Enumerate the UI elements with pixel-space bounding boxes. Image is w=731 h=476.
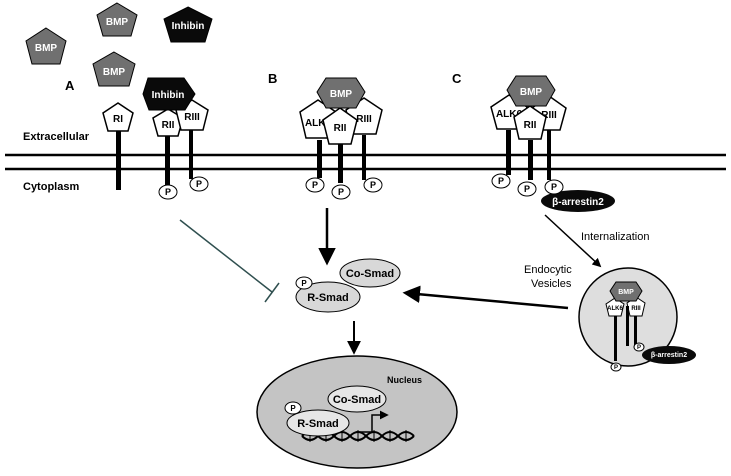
svg-text:RII: RII <box>524 120 537 131</box>
cytoplasm-label: Cytoplasm <box>23 181 79 193</box>
panel-a-bound-inhibin: Inhibin <box>142 77 196 111</box>
vesicle-riii-receptor: RIII <box>626 296 646 345</box>
svg-text:RI: RI <box>113 114 123 125</box>
svg-text:RIII: RIII <box>356 114 372 125</box>
svg-text:P: P <box>165 187 171 197</box>
svg-text:Co-Smad: Co-Smad <box>333 394 381 406</box>
svg-text:R-Smad: R-Smad <box>307 292 349 304</box>
svg-text:ALK6: ALK6 <box>496 109 523 120</box>
panel-b-riii-phospho: P <box>363 177 383 193</box>
svg-text:RII: RII <box>162 120 175 131</box>
svg-text:P: P <box>338 187 344 197</box>
panel-a-rii-phospho: P <box>158 184 178 200</box>
inhibition-bar <box>264 282 280 303</box>
internalization-label: Internalization <box>581 231 650 243</box>
free-inhibin-ligand: Inhibin <box>163 6 213 43</box>
extracellular-label: Extracellular <box>23 131 90 143</box>
vesicle-riii-phospho: P <box>633 342 645 352</box>
transcription-start-arrow <box>356 410 389 433</box>
vesicle-rii-receptor <box>626 306 629 346</box>
panel-a-ri-receptor: RI <box>102 102 134 190</box>
cytoplasm-smad-complex: Co-Smad R-Smad P <box>295 258 401 313</box>
svg-text:P: P <box>290 404 296 413</box>
svg-text:Inhibin: Inhibin <box>172 21 205 32</box>
svg-text:BMP: BMP <box>520 87 543 98</box>
svg-text:P: P <box>370 180 376 190</box>
svg-text:ALK3: ALK3 <box>305 118 332 129</box>
svg-text:P: P <box>196 179 202 189</box>
free-bmp-ligand-3: BMP <box>92 51 136 87</box>
panel-c-alk6-phospho: P <box>491 173 511 189</box>
panel-b-alk3-phospho: P <box>305 177 325 193</box>
svg-text:ALK6: ALK6 <box>607 306 623 312</box>
svg-text:Co-Smad: Co-Smad <box>346 268 394 280</box>
svg-text:BMP: BMP <box>618 289 634 296</box>
svg-text:RIII: RIII <box>631 306 641 312</box>
vesicle-bmp-ligand: BMP <box>609 281 643 302</box>
svg-text:BMP: BMP <box>330 89 353 100</box>
nuclear-smad-complex: Co-Smad R-Smad P <box>284 385 387 437</box>
nucleus-label: Nucleus <box>387 375 422 385</box>
svg-text:P: P <box>312 180 318 190</box>
svg-text:β-arrestin2: β-arrestin2 <box>552 197 604 208</box>
svg-text:β-arrestin2: β-arrestin2 <box>651 352 687 359</box>
vesicles-label: Vesicles <box>531 278 572 290</box>
panel-b-rii-phospho: P <box>331 184 351 200</box>
svg-text:P: P <box>551 182 557 192</box>
panel-a-riii-phospho: P <box>189 176 209 192</box>
endocytic-label: Endocytic <box>524 264 572 276</box>
inhibition-line <box>179 219 273 293</box>
panel-b-label: B <box>268 71 277 86</box>
free-bmp-ligand-2: BMP <box>25 27 67 65</box>
svg-text:RII: RII <box>334 123 347 134</box>
panel-c-rii-phospho: P <box>517 181 537 197</box>
panel-c-label: C <box>452 71 462 86</box>
panel-b-rii-receptor: RII <box>322 107 358 183</box>
panel-c-rii-receptor: RII <box>513 105 547 180</box>
svg-text:Inhibin: Inhibin <box>152 90 185 101</box>
panel-b-bmp-ligand: BMP <box>316 77 366 109</box>
svg-text:BMP: BMP <box>106 17 129 28</box>
svg-text:P: P <box>498 176 504 186</box>
vesicle-alk6-phospho: P <box>610 362 622 372</box>
svg-text:P: P <box>524 184 530 194</box>
panel-a-label: A <box>65 78 75 93</box>
panel-c-bmp-ligand: BMP <box>506 75 556 107</box>
svg-text:BMP: BMP <box>35 43 58 54</box>
free-bmp-ligand-1: BMP <box>96 2 138 37</box>
vesicle-arrestin: β-arrestin2 <box>642 346 696 364</box>
svg-text:BMP: BMP <box>103 67 126 78</box>
svg-text:R-Smad: R-Smad <box>297 418 339 430</box>
recycling-arrow <box>402 285 569 310</box>
svg-text:P: P <box>301 279 307 288</box>
svg-text:P: P <box>637 345 641 351</box>
svg-text:P: P <box>614 365 618 371</box>
panel-c-riii-phospho: P <box>544 179 564 195</box>
panel-c-arrestin: β-arrestin2 <box>541 190 615 212</box>
svg-text:RIII: RIII <box>541 110 557 121</box>
internalization-arrow <box>544 214 602 268</box>
panel-a-riii-receptor: RIII <box>175 99 209 179</box>
vesicle-alk6-receptor: ALK6 <box>605 297 625 361</box>
svg-text:RIII: RIII <box>184 112 200 123</box>
